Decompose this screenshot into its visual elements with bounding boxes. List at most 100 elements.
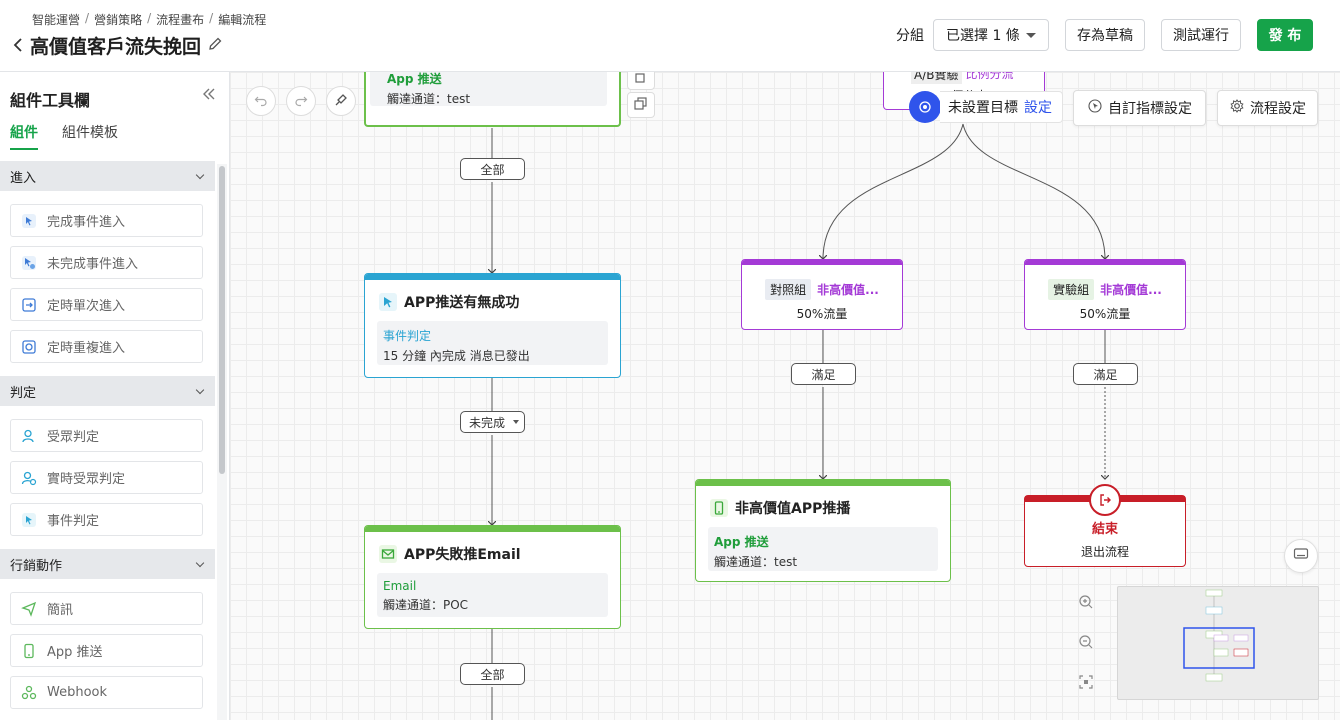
section-marketing-actions[interactable]: 行銷動作 [0,549,215,579]
component-label: 簡訊 [47,603,74,618]
redo-button[interactable] [286,86,316,116]
send-icon [21,601,37,617]
flow-settings-button[interactable]: 流程設定 [1217,90,1318,126]
branch-label-incomplete[interactable]: 未完成 [460,411,525,433]
test-group-node[interactable]: 實驗組 非高價值... 50%流量 [1024,259,1186,330]
group-select[interactable]: 已選擇 1 條 [933,19,1049,51]
scrollbar-thumb[interactable] [219,166,225,474]
arrow-in-icon [21,297,37,313]
branch-label-all[interactable]: 全部 [460,158,525,180]
zoom-in-icon [1078,594,1094,614]
branch-label-all[interactable]: 全部 [460,663,525,685]
control-group-node[interactable]: 對照組 非高價值... 50%流量 [741,259,903,330]
component-label: Webhook [47,685,108,700]
section-label: 判定 [10,385,37,401]
component-realtime-audience-judgement[interactable]: 實時受眾判定 [10,461,203,494]
gear-icon [1230,99,1244,117]
node-kind: Email [383,579,417,593]
copy-node-button[interactable] [627,72,655,90]
sidebar-scrollbar[interactable] [217,164,227,720]
email-fallback-node[interactable]: APP失敗推Email Email 觸達通道：POC [364,525,621,629]
node-kind: App 推送 [387,72,442,86]
back-icon[interactable] [12,36,24,56]
component-scheduled-once-entry[interactable]: 定時單次進入 [10,288,203,321]
user-clock-icon [21,470,37,486]
cursor-icon [379,293,397,311]
zoom-in-button[interactable] [1071,589,1101,619]
component-app-push[interactable]: App 推送 [10,634,203,667]
branch-label-meet[interactable]: 滿足 [1073,363,1138,385]
node-detail: 觸達通道：test [387,92,471,106]
app-push-node[interactable]: 非高價值APP推播 App 推送 觸達通道：test [695,479,951,582]
webhook-icon [21,685,37,701]
ab-tag: 比例分流 [965,72,1014,81]
custom-metrics-button[interactable]: 自訂指標設定 [1073,90,1206,126]
goal-set-link[interactable]: 設定 [1024,100,1052,116]
publish-button[interactable]: 發 布 [1257,19,1313,51]
component-label: 完成事件進入 [47,215,126,230]
breadcrumb-item[interactable]: 營銷策略 [94,13,143,27]
app-push-node-top[interactable]: App 推送 觸達通道：test [364,72,621,127]
component-incomplete-event-entry[interactable]: 未完成事件進入 [10,246,203,279]
exit-icon [1089,484,1121,516]
test-run-button[interactable]: 測試運行 [1161,19,1241,51]
breadcrumb-item[interactable]: 流程畫布 [156,13,205,27]
chevron-down-icon [195,170,205,179]
goal-setting[interactable]: 未設置目標 設定 [909,89,1063,125]
component-label: 實時受眾判定 [47,472,126,487]
node-title: 非高價值APP推播 [735,501,851,517]
component-complete-event-entry[interactable]: 完成事件進入 [10,204,203,237]
end-node[interactable]: 結束 退出流程 [1024,495,1186,567]
component-audience-judgement[interactable]: 受眾判定 [10,419,203,452]
zoom-out-button[interactable] [1071,629,1101,659]
section-label: 行銷動作 [10,558,63,574]
component-sms[interactable]: 簡訊 [10,592,203,625]
brush-button[interactable] [326,86,356,116]
page-title: 高價值客戶流失挽回 [30,36,202,58]
zoom-out-icon [1078,634,1094,654]
custom-metrics-label: 自訂指標設定 [1108,101,1192,117]
node-kind: 事件判定 [383,329,432,343]
caret-down-icon [513,420,520,424]
component-scheduled-repeat-entry[interactable]: 定時重複進入 [10,330,203,363]
minimap[interactable] [1117,586,1319,700]
target-icon [909,91,941,123]
component-label: 定時重複進入 [47,341,126,356]
edit-icon[interactable] [207,36,223,56]
caret-down-icon [1026,32,1036,38]
tab-components[interactable]: 組件 [10,122,38,150]
breadcrumb-item[interactable]: 智能運營 [32,13,81,27]
ab-title: A/B實驗 [911,72,962,84]
goal-text: 未設置目標 [948,100,1018,116]
component-webhook[interactable]: Webhook [10,676,203,709]
node-color-bar [696,480,950,486]
branch-label-meet[interactable]: 滿足 [791,363,856,385]
save-draft-button[interactable]: 存為草稿 [1065,19,1145,51]
group-label: 分組 [896,28,924,44]
user-icon [21,428,37,444]
fit-view-button[interactable] [1071,669,1101,699]
flow-canvas[interactable]: App 推送 觸達通道：test A/B實驗 比例分流 2 個分支 未設置目標 … [230,72,1340,720]
component-event-judgement[interactable]: 事件判定 [10,503,203,536]
section-label: 進入 [10,170,37,186]
collapse-icon[interactable] [202,85,216,106]
component-label: 定時單次進入 [47,299,126,314]
component-label: 未完成事件進入 [47,257,139,272]
connector-lines [230,123,1340,720]
undo-button[interactable] [246,86,276,116]
tab-templates[interactable]: 組件模板 [62,125,118,141]
end-title: 結束 [1091,522,1118,537]
group-select-value: 已選擇 1 條 [946,28,1020,44]
breadcrumb-item: 編輯流程 [218,13,267,27]
duplicate-node-button[interactable] [627,92,655,118]
section-entry[interactable]: 進入 [0,161,215,191]
section-judgement[interactable]: 判定 [0,376,215,406]
component-label: App 推送 [47,645,103,660]
push-success-check-node[interactable]: APP推送有無成功 事件判定 15 分鐘 內完成 消息已發出 [364,273,621,378]
redo-icon [294,92,308,111]
chevron-down-icon [195,558,205,567]
keyboard-shortcuts-button[interactable] [1284,539,1318,573]
branch-label-text: 未完成 [469,415,506,430]
phone-icon [21,643,37,659]
keyboard-icon [1293,546,1309,566]
